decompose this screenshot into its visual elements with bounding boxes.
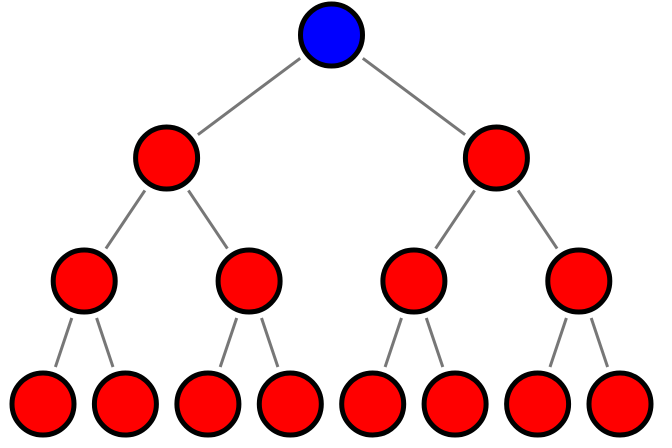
tree-edge-n4-n10 [260, 317, 280, 368]
tree-node-n10 [256, 370, 324, 438]
tree-node-n12 [421, 370, 489, 438]
tree-node-n1 [133, 124, 201, 192]
tree-edge-n6-n13 [548, 317, 568, 368]
tree-edge-n0-n1 [197, 57, 302, 136]
tree-node-n3 [50, 247, 118, 315]
tree-node-n13 [504, 370, 572, 438]
tree-edge-n4-n9 [218, 317, 239, 368]
tree-node-n4 [215, 247, 283, 315]
tree-node-n7 [9, 370, 77, 438]
tree-edge-n3-n8 [95, 317, 115, 368]
tree-node-n9 [174, 370, 242, 438]
tree-node-n6 [545, 247, 613, 315]
tree-edge-n1-n3 [104, 189, 147, 250]
tree-edge-n5-n11 [383, 317, 403, 368]
tree-nodes [9, 1, 654, 438]
tree-edge-n2-n6 [516, 189, 559, 250]
tree-root-node [298, 1, 365, 69]
tree-edge-n1-n4 [187, 189, 229, 250]
tree-edge-n2-n5 [434, 189, 476, 250]
tree-edges [53, 57, 610, 368]
tree-node-n11 [339, 370, 407, 438]
tree-node-n2 [462, 124, 530, 192]
tree-edge-n5-n12 [424, 317, 445, 368]
tree-node-n5 [380, 247, 448, 315]
tree-edge-n6-n14 [589, 317, 610, 368]
tree-edge-n3-n7 [53, 317, 74, 368]
tree-edge-n0-n2 [361, 57, 466, 136]
tree-node-n8 [91, 370, 159, 438]
tree-node-n14 [586, 370, 654, 438]
